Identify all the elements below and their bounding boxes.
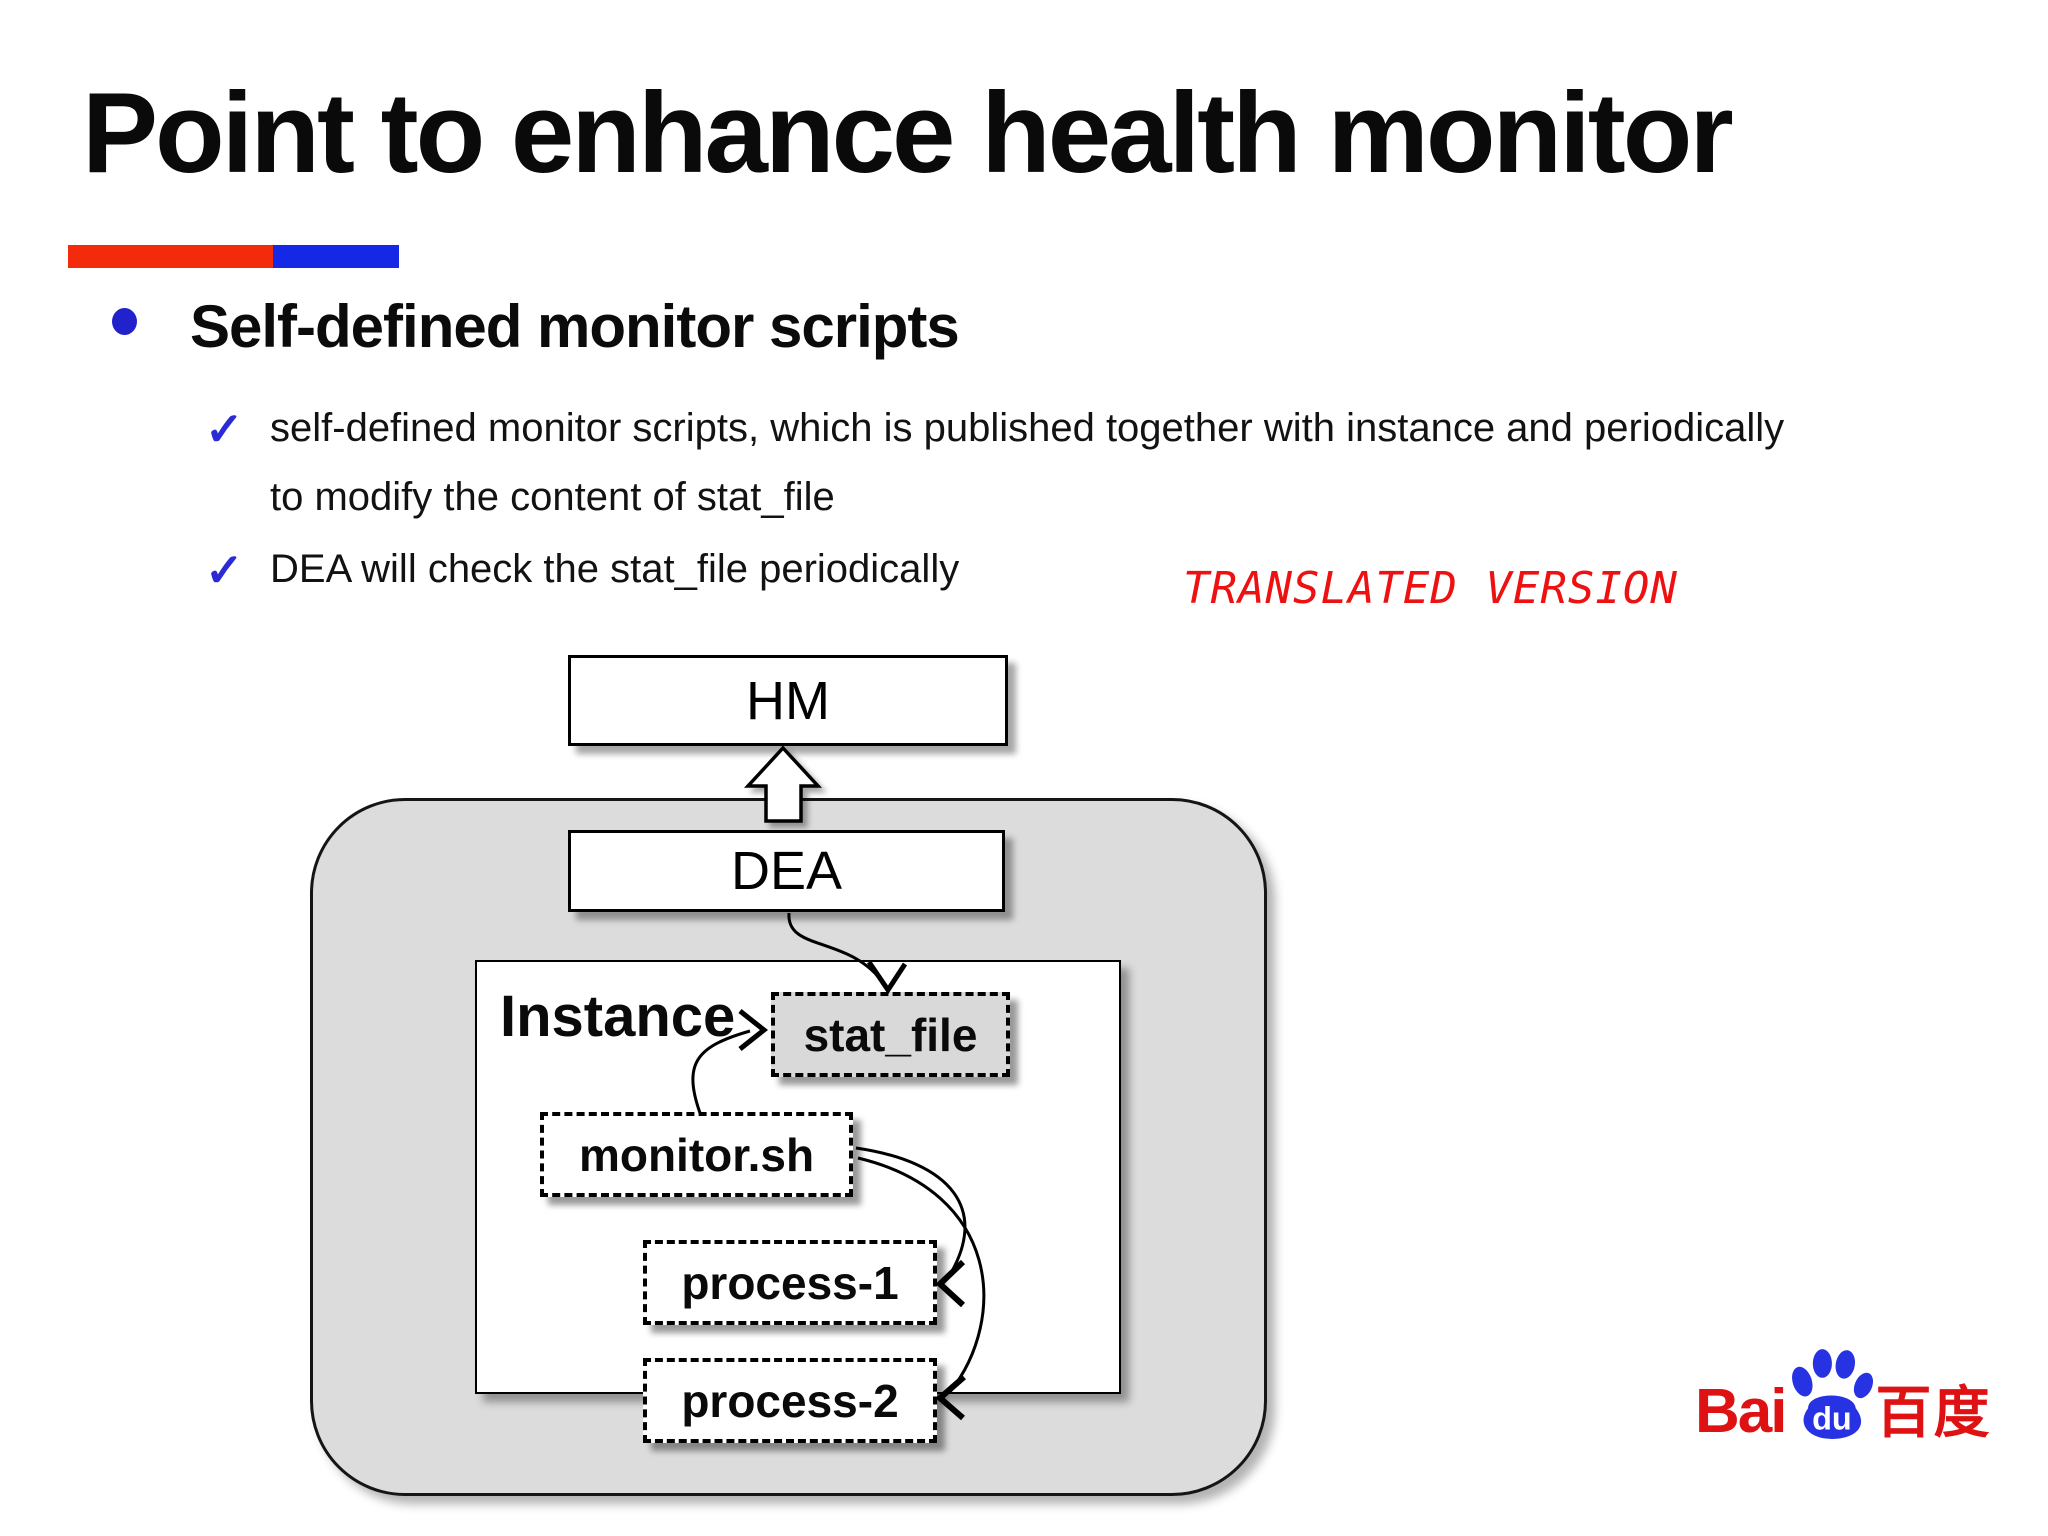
baidu-logo: Bai du 百度: [1695, 1348, 1991, 1447]
bullet-item-1-line-2: to modify the content of stat_file: [270, 475, 835, 519]
check-icon: ✓: [205, 544, 244, 596]
slide-title: Point to enhance health monitor: [82, 70, 1734, 197]
accent-bar-red-segment: [68, 245, 273, 268]
hm-box: HM: [568, 655, 1008, 746]
baidu-paw-icon: du: [1787, 1348, 1874, 1447]
monitor-sh-box: monitor.sh: [540, 1112, 853, 1197]
check-icon: ✓: [205, 403, 244, 455]
stat-file-label: stat_file: [803, 1008, 978, 1061]
bullet-item-2-line-1: DEA will check the stat_file periodicall…: [270, 547, 960, 591]
accent-bar: [68, 245, 399, 268]
baidu-logo-du: du: [1813, 1400, 1853, 1436]
dea-box: DEA: [568, 830, 1005, 912]
instance-label: Instance: [500, 984, 736, 1049]
process-2-box: process-2: [643, 1358, 937, 1443]
stat-file-box: stat_file: [771, 992, 1010, 1077]
baidu-logo-chinese: 百度: [1875, 1381, 1992, 1444]
process-1-label: process-1: [681, 1256, 899, 1309]
dea-label: DEA: [730, 841, 843, 901]
bullet-item-1-line-1: self-defined monitor scripts, which is p…: [270, 406, 1785, 450]
translated-watermark: TRANSLATED VERSION: [1183, 563, 1678, 614]
baidu-logo-bai: Bai: [1695, 1377, 1787, 1446]
bullet-dot-icon: [112, 308, 137, 335]
process-1-box: process-1: [643, 1240, 937, 1325]
process-2-label: process-2: [681, 1374, 899, 1427]
monitor-sh-label: monitor.sh: [578, 1128, 815, 1181]
section-heading: Self-defined monitor scripts: [190, 293, 960, 360]
accent-bar-blue-segment: [273, 245, 399, 268]
hm-label: HM: [746, 670, 830, 731]
